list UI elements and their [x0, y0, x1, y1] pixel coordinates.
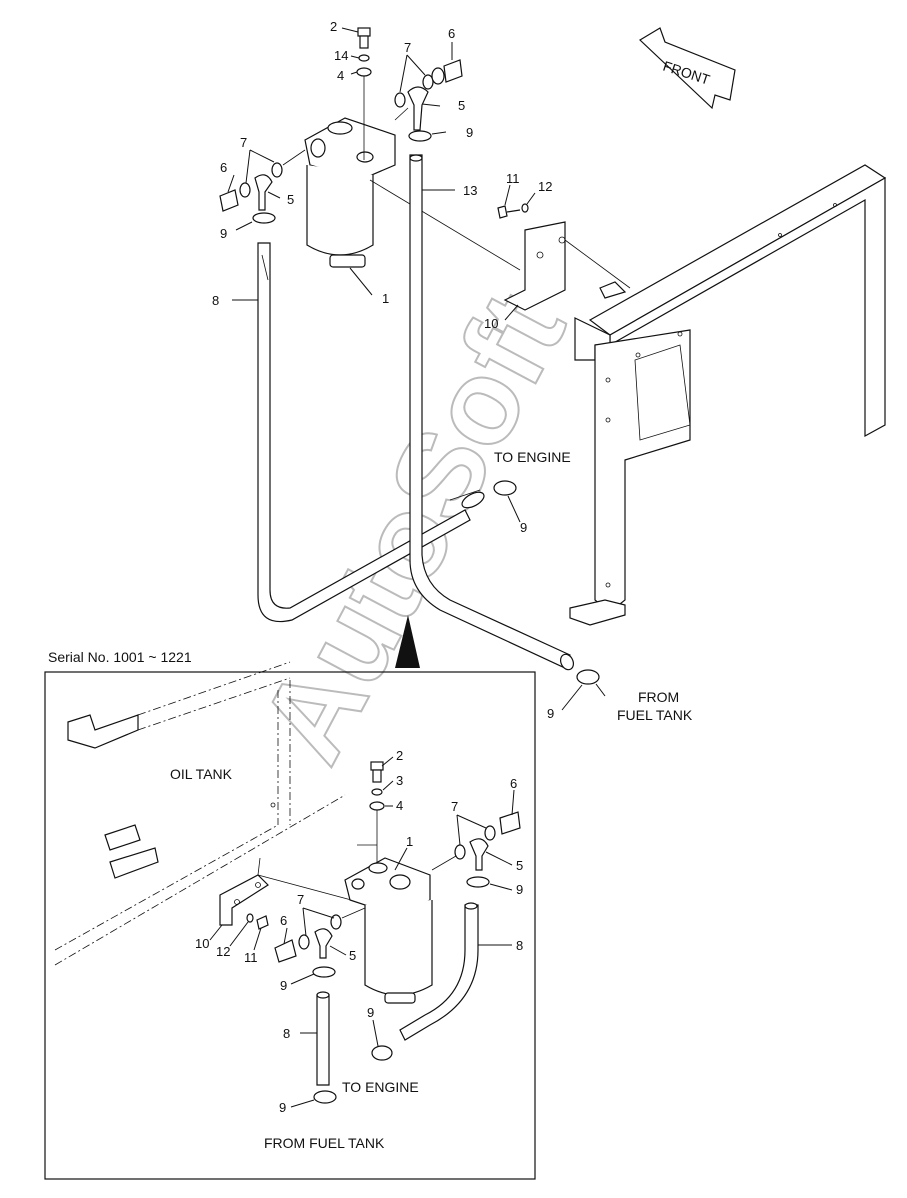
main-view: 2 14 4 7 6 5 9 7 6 5 9 13 11 12 8 1 10 9…: [212, 19, 887, 723]
inset-left-fitting: [274, 907, 366, 978]
oil-tank-label: OIL TANK: [170, 766, 233, 782]
callout-9: 9: [466, 125, 473, 140]
callout-4: 4: [337, 68, 344, 83]
callout-7: 7: [404, 40, 411, 55]
front-arrow: FRONT: [639, 27, 736, 110]
callout-4: 4: [396, 798, 403, 813]
serial-note: Serial No. 1001 ~ 1221: [48, 649, 192, 665]
clamp-icon: [493, 480, 517, 496]
callout-7: 7: [297, 892, 304, 907]
callout-6: 6: [280, 913, 287, 928]
callout-13: 13: [463, 183, 477, 198]
hose-8: [257, 242, 485, 623]
machine-frame: [569, 164, 887, 626]
callout-12: 12: [538, 179, 552, 194]
left-fitting: [219, 149, 306, 224]
from-label: FROM: [638, 689, 679, 705]
to-engine-label: TO ENGINE: [494, 449, 571, 465]
right-fitting: [394, 59, 463, 142]
callout-8: 8: [283, 1026, 290, 1041]
callout-10: 10: [484, 316, 498, 331]
inset-hoses: [313, 902, 479, 1104]
inset-bolt-stack: [357, 761, 385, 870]
callout-8: 8: [212, 293, 219, 308]
inset-frame: [44, 671, 536, 1180]
callout-9: 9: [516, 882, 523, 897]
callout-9: 9: [547, 706, 554, 721]
callout-2: 2: [396, 748, 403, 763]
callout-7: 7: [451, 799, 458, 814]
inset-pointer-icon: [395, 615, 420, 668]
fuel-filter: [304, 117, 396, 268]
callout-9: 9: [220, 226, 227, 241]
clamp-icon: [576, 669, 600, 685]
callout-2: 2: [330, 19, 337, 34]
callout-6: 6: [448, 26, 455, 41]
callout-11: 11: [244, 950, 258, 965]
callout-9: 9: [520, 520, 527, 535]
callout-5: 5: [287, 192, 294, 207]
callout-10: 10: [195, 936, 209, 951]
callout-9: 9: [367, 1005, 374, 1020]
to-engine-label: TO ENGINE: [342, 1079, 419, 1095]
mounting-bracket: [369, 179, 631, 311]
callout-11: 11: [506, 171, 520, 186]
callout-7: 7: [240, 135, 247, 150]
callout-9: 9: [279, 1100, 286, 1115]
hose-13: [409, 154, 575, 671]
callout-1: 1: [382, 291, 389, 306]
from-fuel-tank-label: FROM FUEL TANK: [264, 1135, 385, 1151]
callout-6: 6: [510, 776, 517, 791]
callout-12: 12: [216, 944, 230, 959]
callout-5: 5: [458, 98, 465, 113]
inset-bracket: [219, 857, 371, 930]
oil-tank-outline: [54, 661, 346, 966]
callout-3: 3: [396, 773, 403, 788]
callout-5: 5: [349, 948, 356, 963]
fuel-tank-label: FUEL TANK: [617, 707, 693, 723]
inset-view: 2 3 4 6 7 1 5 9 8 7 6 5 10 12 11 9 9 8 9…: [54, 661, 523, 1151]
callout-1: 1: [406, 834, 413, 849]
inset-fuel-filter: [344, 857, 433, 1004]
callout-6: 6: [220, 160, 227, 175]
callout-14: 14: [334, 48, 348, 63]
callout-5: 5: [516, 858, 523, 873]
callout-9: 9: [280, 978, 287, 993]
callout-8: 8: [516, 938, 523, 953]
